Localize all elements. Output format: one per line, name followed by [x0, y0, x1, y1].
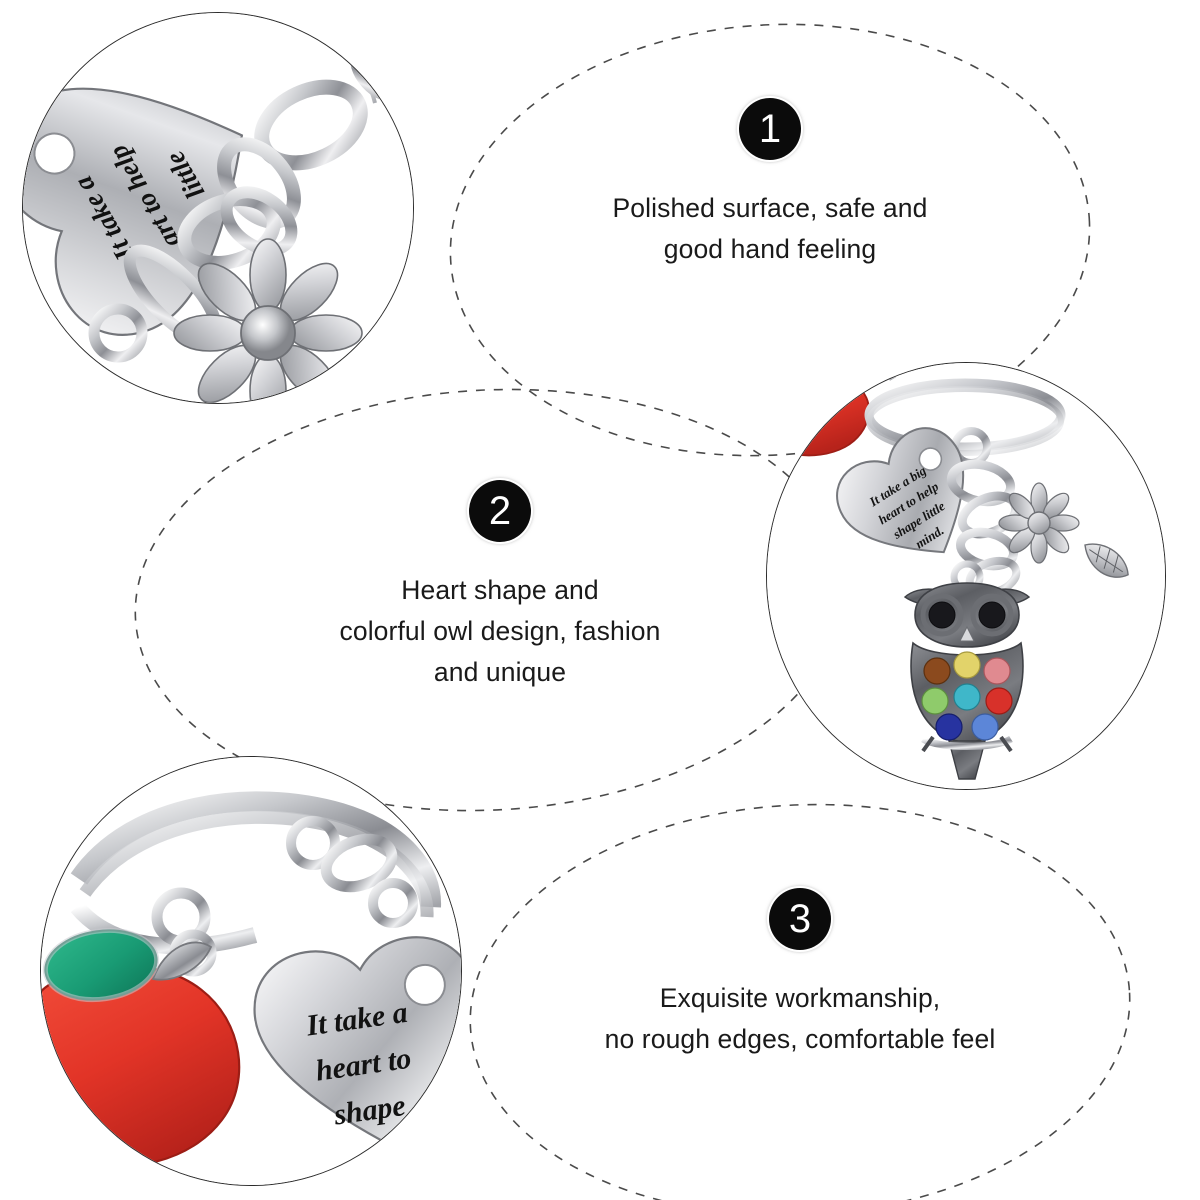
feature-block-3: 3 Exquisite workmanship, no rough edges,…	[540, 888, 1060, 1060]
jump-ring	[88, 303, 148, 363]
chain-link	[320, 833, 398, 893]
feature-text-1: Polished surface, safe and good hand fee…	[612, 193, 928, 265]
photo-full-keychain-owl: It take a big heart to help shape little…	[766, 362, 1166, 790]
apple-stem	[861, 364, 896, 382]
photo-closeup-apple-heart: It take a heart to shape	[40, 756, 462, 1186]
daisy-flower-charm	[173, 238, 363, 403]
owl-gem-blue	[971, 713, 999, 741]
split-key-ring	[864, 378, 1066, 456]
engraved-heart-tag: It take a big heart to help shape little…	[836, 427, 965, 554]
chain-link	[220, 186, 298, 256]
chain-link	[177, 192, 281, 270]
owl-gem-left-eye	[928, 601, 956, 629]
feature-number-badge-3: 3	[769, 888, 831, 950]
owl-gem-cyan	[953, 683, 981, 711]
owl-gem-pink	[983, 657, 1011, 685]
feature-text-3: Exquisite workmanship, no rough edges, c…	[604, 983, 996, 1055]
feature-block-2: 2 Heart shape and colorful owl design, f…	[255, 480, 745, 693]
owl-gem-navy	[935, 713, 963, 741]
owl-gem-red	[985, 687, 1013, 715]
owl-gem-yellow	[953, 651, 981, 679]
feature-text-2: Heart shape and colorful owl design, fas…	[339, 575, 661, 688]
jump-ring	[368, 878, 418, 928]
daisy-center	[240, 305, 296, 361]
daisy-flower-charm	[998, 482, 1080, 564]
photo-closeup-heart-daisy: It take a art to help little	[22, 12, 414, 404]
apple-stem	[151, 941, 213, 981]
feature-number-badge-2: 2	[469, 480, 531, 542]
owl-gem-green	[921, 687, 949, 715]
rhinestone-owl-charm	[903, 560, 1031, 780]
green-leaf-charm	[817, 363, 865, 380]
feature-number-badge-1: 1	[739, 98, 801, 160]
feature-block-1: 1 Polished surface, safe and good hand f…	[525, 98, 1015, 270]
engraved-heart-tag: It take a heart to shape	[253, 936, 461, 1144]
leaf-charm	[1084, 543, 1129, 578]
jump-ring	[286, 816, 340, 870]
owl-gem-right-eye	[978, 601, 1006, 629]
owl-gem-brown	[923, 657, 951, 685]
